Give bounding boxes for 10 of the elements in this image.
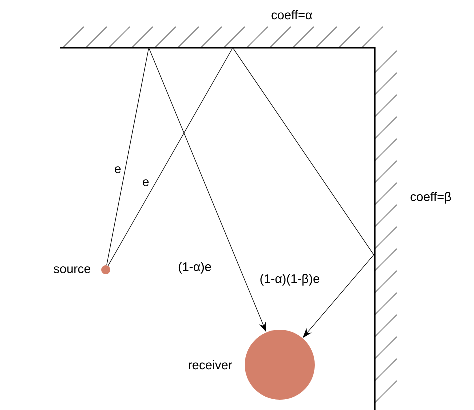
node-caption: receiver: [188, 360, 232, 370]
edge-label: (1-α)e: [177, 261, 213, 275]
node-caption: source: [54, 266, 91, 274]
edge-label: (1-α)(1-β)e: [258, 273, 322, 287]
coefficient-label: coeff=β: [409, 191, 453, 205]
receiver-circle: [245, 330, 315, 400]
edge-label: e: [114, 166, 122, 174]
source-dot: [102, 266, 110, 274]
edge-label: e: [142, 178, 150, 188]
coefficient-label: coeff=α: [270, 9, 314, 21]
